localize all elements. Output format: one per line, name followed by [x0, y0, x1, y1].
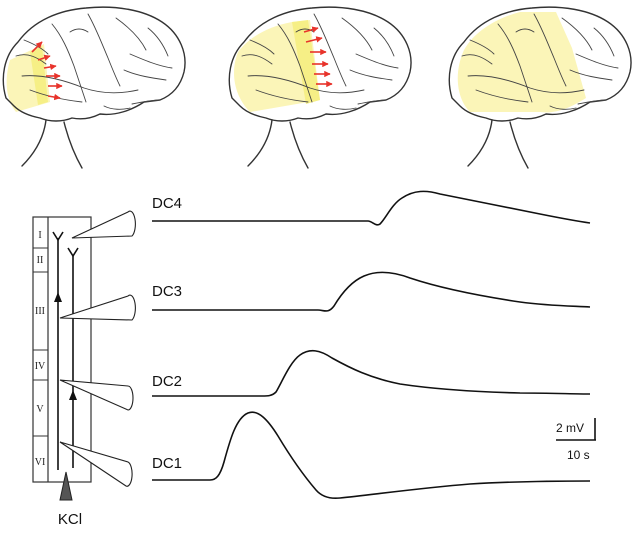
trace-label-dc1: DC1	[152, 455, 182, 472]
layer-label-1: I	[38, 230, 41, 241]
up-arrow-icon	[69, 390, 77, 400]
layer-label-4: IV	[35, 361, 46, 372]
neuron-processes	[52, 231, 79, 470]
propagation-arrows-1	[31, 41, 63, 101]
trace-dc4	[152, 190, 591, 226]
layer-label-3: III	[35, 306, 45, 317]
trace-dc3	[152, 271, 591, 312]
electrode-dc2	[59, 379, 134, 411]
scale-time-label: 10 s	[567, 448, 590, 462]
layer-label-5: V	[36, 404, 44, 415]
kcl-pipette-icon	[59, 471, 73, 501]
layer-label-2: II	[37, 255, 44, 266]
layer-label-6: VI	[35, 457, 46, 468]
cortical-column: I II III IV V VI KCl	[32, 216, 92, 528]
trace-dc2	[152, 349, 591, 397]
propagation-arrows-2	[303, 26, 333, 88]
kcl-label: KCl	[58, 511, 82, 528]
trace-label-dc4: DC4	[152, 195, 182, 212]
scale-bar: 2 mV 10 s	[556, 418, 596, 462]
spread-band-1	[30, 46, 48, 105]
electrode-dc3	[59, 294, 136, 321]
layer-labels: I II III IV V VI	[35, 230, 46, 468]
scale-voltage-label: 2 mV	[556, 421, 584, 435]
brain-illustration-2	[228, 6, 412, 169]
up-arrow-icon	[54, 292, 62, 302]
dc-traces: DC4 DC3 DC2 DC1	[152, 190, 591, 500]
trace-dc1	[152, 411, 591, 500]
electrode-dc1	[59, 441, 133, 487]
brain-illustration-3	[448, 6, 632, 169]
recording-electrodes	[59, 210, 136, 487]
trace-label-dc3: DC3	[152, 283, 182, 300]
brain-illustration-1	[2, 6, 186, 169]
spread-region-3	[457, 12, 586, 113]
trace-label-dc2: DC2	[152, 373, 182, 390]
spread-band-2	[292, 20, 320, 104]
electrode-dc4	[71, 210, 136, 239]
